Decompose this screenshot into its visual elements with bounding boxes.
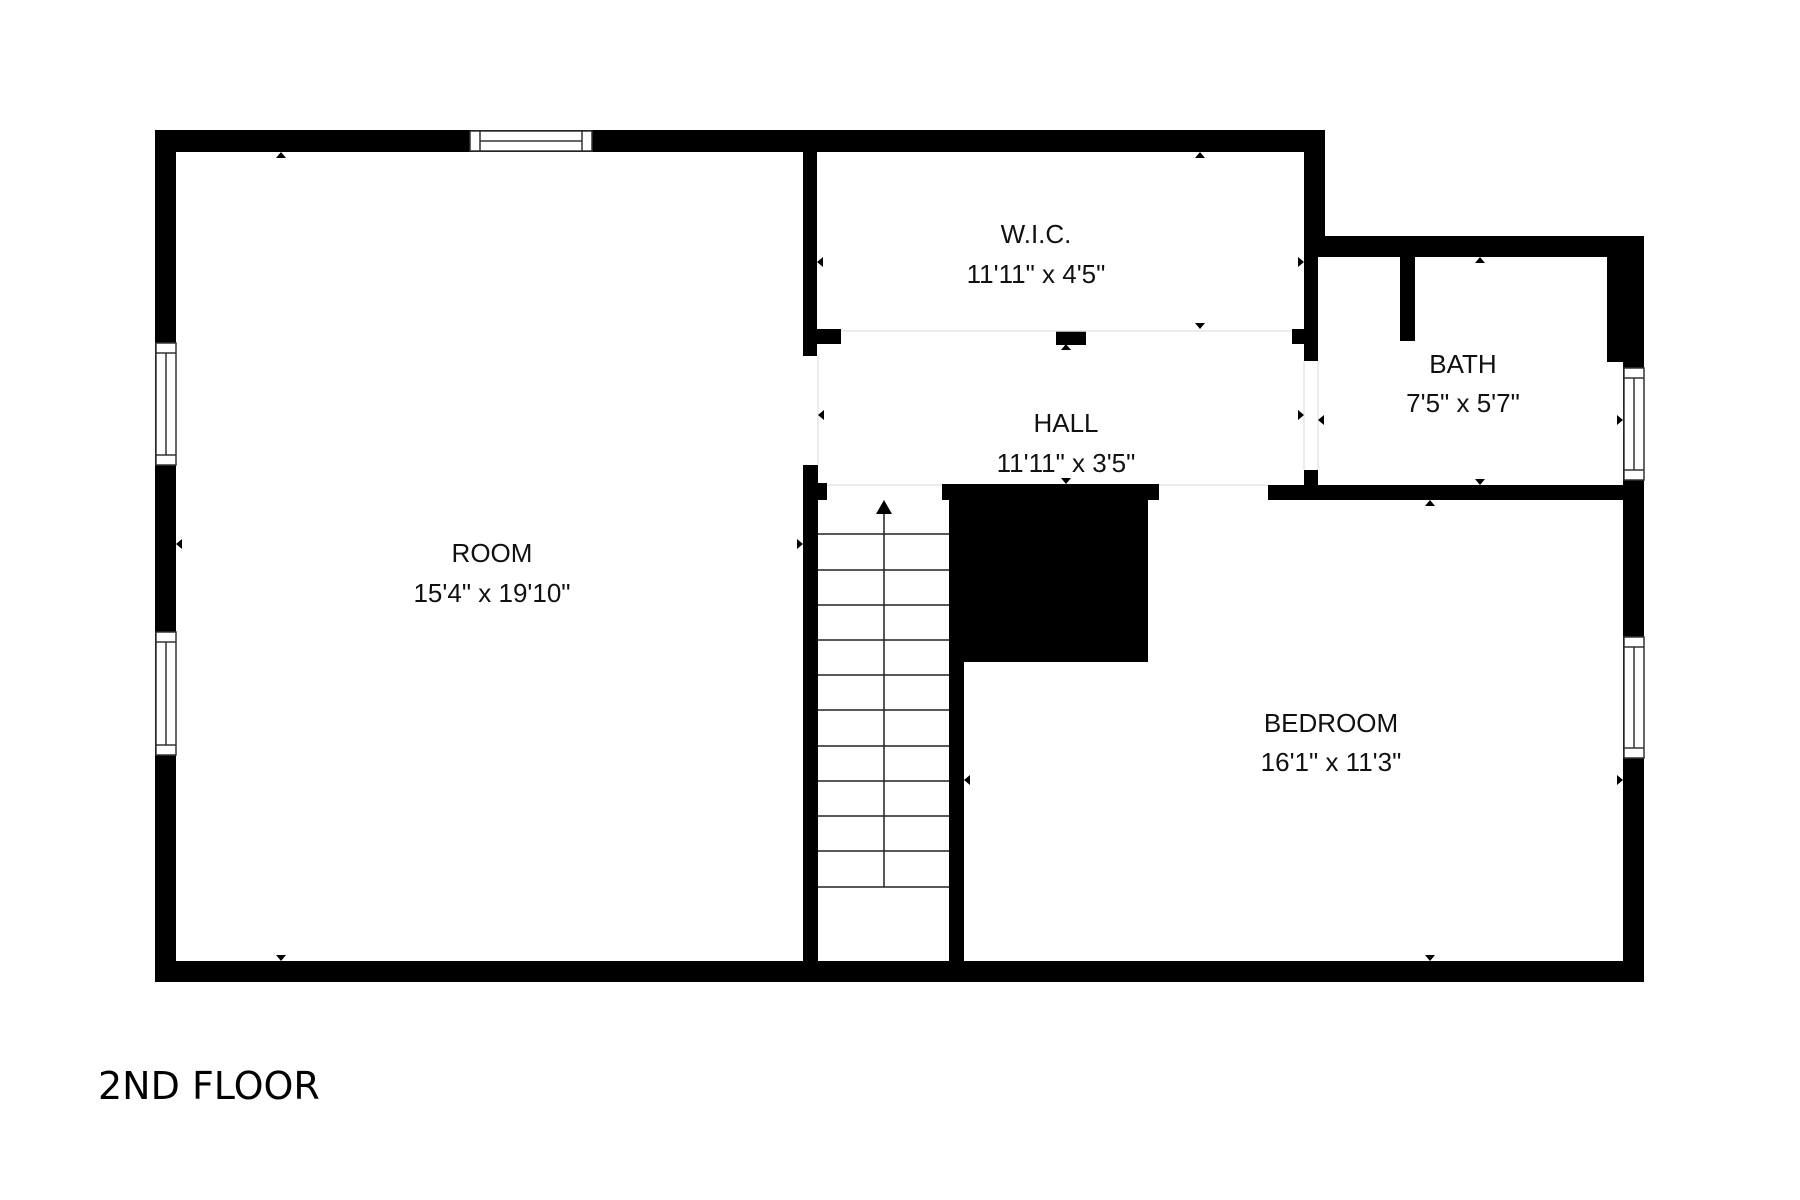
bath-partition: [1400, 257, 1415, 341]
hall-left-stub: [803, 483, 827, 500]
room-label-bath: BATH 7'5" x 5'7": [1406, 349, 1520, 418]
measurement-markers: [176, 152, 1623, 961]
right-wall: [1623, 236, 1644, 982]
floor-label: 2ND FLOOR: [98, 1064, 320, 1108]
room-label-room: ROOM 15'4" x 19'10": [413, 538, 570, 608]
room-right-wall-upper: [803, 152, 817, 356]
hall-outline: [817, 330, 1319, 486]
wic-right-stub: [1292, 329, 1306, 344]
room-name: ROOM: [452, 538, 533, 568]
room-label-wic: W.I.C. 11'11" x 4'5": [967, 219, 1106, 289]
room-name: BATH: [1429, 349, 1496, 379]
room-label-hall: HALL 11'11" x 3'5": [997, 408, 1136, 478]
room-name: BEDROOM: [1264, 708, 1398, 738]
window-top-room: [469, 130, 593, 152]
top-wall: [155, 130, 1325, 152]
staircase: [818, 510, 949, 888]
window-left-upper: [155, 342, 177, 466]
room-label-bedroom: BEDROOM 16'1" x 11'3": [1261, 708, 1402, 777]
room-right-wall-lower: [803, 465, 818, 982]
room-dimensions: 11'11" x 3'5": [997, 448, 1136, 478]
window-bath: [1623, 367, 1645, 481]
room-dimensions: 16'1" x 11'3": [1261, 747, 1402, 777]
room-name: HALL: [1033, 408, 1098, 438]
room-name: W.I.C.: [1001, 219, 1072, 249]
stair-arrow-icon: [876, 500, 892, 514]
window-bedroom: [1623, 636, 1645, 759]
room-dimensions: 7'5" x 5'7": [1406, 388, 1520, 418]
bath-top-wall: [1304, 236, 1644, 257]
walls: [155, 130, 1644, 982]
wic-left-stub: [817, 329, 841, 344]
windows: [155, 130, 1645, 759]
stair-right-wall: [949, 484, 964, 982]
window-left-lower: [155, 631, 177, 756]
bath-bottom-wall: [1268, 485, 1644, 500]
room-dimensions: 11'11" x 4'5": [967, 259, 1106, 289]
room-dimensions: 15'4" x 19'10": [413, 578, 570, 608]
chimney-block: [950, 484, 1148, 662]
left-wall: [155, 130, 176, 982]
wic-center-stub: [1056, 331, 1086, 345]
bottom-wall: [155, 961, 1644, 982]
